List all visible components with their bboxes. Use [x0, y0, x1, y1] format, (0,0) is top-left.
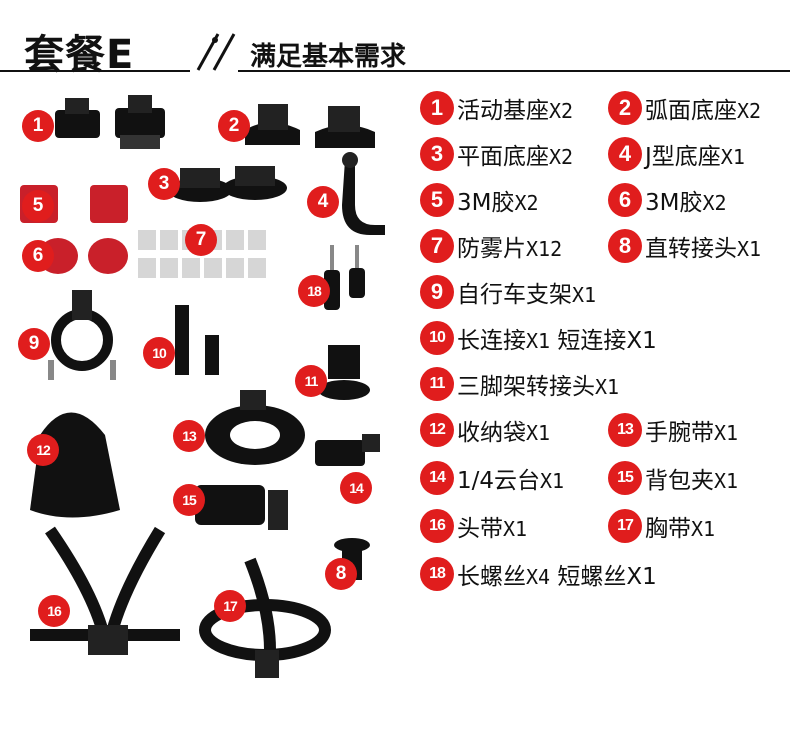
header-divider-left	[0, 70, 190, 72]
list-item: 14 1/4云台X1	[420, 458, 564, 498]
j-mount-icon	[342, 152, 385, 235]
bike-mount-icon	[48, 290, 116, 380]
photo-badge-18: 18	[298, 275, 330, 307]
item-number-badge: 16	[420, 509, 454, 543]
photo-badge-4: 4	[307, 186, 339, 218]
curved-mount-icon	[245, 104, 375, 148]
list-item: 13 手腕带X1	[608, 410, 738, 450]
item-number-badge: 5	[420, 183, 454, 217]
list-item: 15 背包夹X1	[608, 458, 738, 498]
package-subtitle: 满足基本需求	[250, 42, 407, 72]
slash-decoration-icon	[196, 33, 236, 71]
item-number-badge: 17	[608, 509, 642, 543]
header: 套餐E 满足基本需求	[0, 0, 790, 80]
list-item: 1 活动基座X2	[420, 88, 573, 128]
tripod-adapter-icon	[318, 345, 370, 400]
photo-badge-13: 13	[173, 420, 205, 452]
item-number-badge: 7	[420, 229, 454, 263]
item-number-badge: 2	[608, 91, 642, 125]
item-number-badge: 10	[420, 321, 454, 355]
item-number-badge: 1	[420, 91, 454, 125]
item-number-badge: 18	[420, 557, 454, 591]
list-item: 2 弧面底座X2	[608, 88, 761, 128]
item-number-badge: 8	[608, 229, 642, 263]
photo-badge-17: 17	[214, 590, 246, 622]
photo-badge-5: 5	[22, 190, 54, 222]
flat-mount-icon	[168, 166, 287, 202]
list-item: 4 J型底座X1	[608, 134, 745, 174]
list-item: 7 防雾片X12	[420, 226, 562, 266]
header-divider-right	[238, 70, 790, 72]
photo-badge-11: 11	[295, 365, 327, 397]
item-number-badge: 9	[420, 275, 454, 309]
photo-badge-7: 7	[185, 224, 217, 256]
photo-badge-15: 15	[173, 484, 205, 516]
photo-badge-8: 8	[325, 558, 357, 590]
list-item: 17 胸带X1	[608, 506, 715, 546]
item-number-badge: 6	[608, 183, 642, 217]
list-item: 3 平面底座X2	[420, 134, 573, 174]
photo-badge-2: 2	[218, 110, 250, 142]
list-item: 8 直转接头X1	[608, 226, 761, 266]
item-number-badge: 14	[420, 461, 454, 495]
list-item: 11 三脚架转接头X1	[420, 364, 619, 404]
list-item: 5 3M胶X2	[420, 180, 539, 220]
product-photo-area: 1 2 3 4 5 6 7 8 9 10 11 12 13 14 15 16 1…	[0, 90, 410, 730]
photo-badge-12: 12	[27, 434, 59, 466]
photo-badge-14: 14	[340, 472, 372, 504]
wrist-strap-icon	[205, 390, 305, 465]
photo-badge-3: 3	[148, 168, 180, 200]
item-number-badge: 3	[420, 137, 454, 171]
backpack-clip-icon	[195, 485, 288, 530]
item-number-badge: 13	[608, 413, 642, 447]
photo-badge-10: 10	[143, 337, 175, 369]
list-item: 6 3M胶X2	[608, 180, 727, 220]
item-number-badge: 4	[608, 137, 642, 171]
list-item: 9 自行车支架X1	[420, 272, 596, 312]
list-item: 10 长连接X1 短连接X1	[420, 318, 657, 358]
photo-badge-16: 16	[38, 595, 70, 627]
accessory-illustrations	[20, 95, 385, 678]
photo-badge-9: 9	[18, 328, 50, 360]
photo-badge-6: 6	[22, 240, 54, 272]
buckle-mount-icon	[55, 95, 165, 149]
item-number-badge: 15	[608, 461, 642, 495]
tripod-mount-icon	[315, 434, 380, 466]
photo-badge-1: 1	[22, 110, 54, 142]
screw-icon	[324, 245, 365, 310]
list-item: 16 头带X1	[420, 506, 527, 546]
list-item: 18 长螺丝X4 短螺丝X1	[420, 554, 657, 594]
item-number-badge: 11	[420, 367, 454, 401]
item-number-badge: 12	[420, 413, 454, 447]
list-item: 12 收纳袋X1	[420, 410, 550, 450]
extension-arm-icon	[175, 305, 219, 375]
